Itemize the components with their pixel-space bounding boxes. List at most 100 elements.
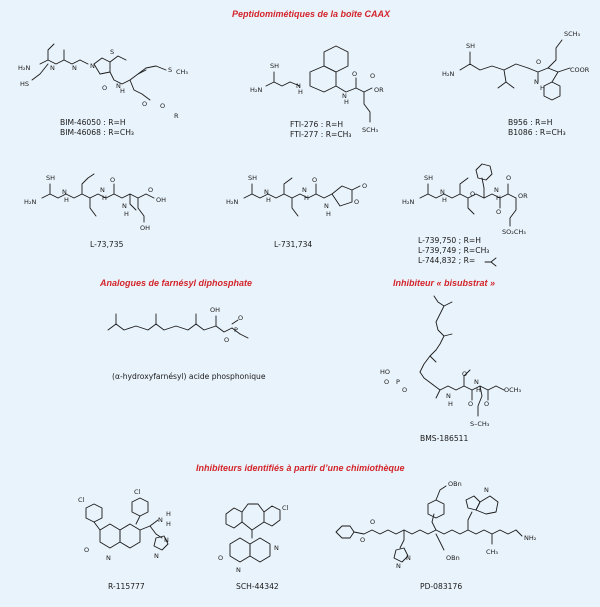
svg-text:HS: HS: [20, 80, 29, 88]
svg-text:O: O: [462, 370, 467, 378]
svg-text:N: N: [324, 202, 329, 210]
label-l-739749: L-739,749 ; R=CH₃: [418, 246, 490, 255]
svg-text:SO₂CH₃: SO₂CH₃: [502, 228, 526, 236]
svg-text:O: O: [354, 198, 359, 206]
structure-bim-46050: H₂N HS S N N N S CH₃ N H O O O R: [18, 43, 188, 120]
svg-text:OH: OH: [140, 224, 150, 232]
svg-text:H: H: [448, 400, 453, 408]
label-b956: B956 : R=H: [508, 118, 553, 127]
svg-text:H: H: [266, 196, 271, 204]
svg-text:N: N: [106, 554, 111, 562]
structure-bms-186511: HO O P O N H O O N H O OCH₃ S–CH₃: [380, 295, 522, 428]
svg-text:CH₃: CH₃: [176, 68, 188, 76]
svg-text:H₂N: H₂N: [226, 198, 238, 206]
svg-text:SH: SH: [248, 174, 257, 182]
svg-text:O: O: [470, 190, 475, 198]
structure-r-115777: Cl Cl N H H N N O N: [78, 488, 171, 562]
svg-text:O: O: [468, 400, 473, 408]
svg-text:H: H: [344, 98, 349, 106]
svg-text:O: O: [370, 518, 375, 526]
svg-text:N: N: [122, 202, 127, 210]
svg-text:O: O: [370, 72, 375, 80]
svg-text:O: O: [142, 100, 147, 108]
svg-text:R: R: [174, 112, 179, 120]
svg-text:OR: OR: [374, 86, 384, 94]
svg-text:N: N: [116, 82, 121, 90]
svg-text:N: N: [264, 188, 269, 196]
svg-text:O: O: [160, 102, 165, 110]
svg-text:OBn: OBn: [446, 554, 460, 562]
svg-text:N: N: [154, 552, 159, 560]
svg-text:N: N: [446, 392, 451, 400]
svg-text:H: H: [124, 210, 129, 218]
label-l-73735: L-73,735: [90, 240, 124, 249]
structure-hydroxyfarnesyl-phosphonic-acid: OH P O O: [107, 306, 249, 344]
svg-text:Cl: Cl: [134, 488, 141, 496]
label-bim-46068: BIM-46068 : R=CH₃: [60, 128, 134, 137]
svg-text:O: O: [148, 186, 153, 194]
svg-text:O: O: [536, 58, 541, 66]
svg-text:N: N: [90, 62, 95, 70]
svg-text:H₂N: H₂N: [250, 86, 262, 94]
svg-text:O: O: [102, 84, 107, 92]
svg-text:O: O: [484, 400, 489, 408]
svg-text:N: N: [342, 92, 347, 100]
svg-text:N: N: [484, 486, 489, 494]
svg-text:COOR: COOR: [570, 66, 590, 74]
svg-text:H: H: [166, 510, 171, 518]
svg-text:H: H: [540, 84, 545, 92]
svg-text:H: H: [64, 196, 69, 204]
svg-text:O: O: [238, 314, 243, 322]
svg-text:H: H: [442, 196, 447, 204]
svg-text:SCH₃: SCH₃: [564, 30, 581, 38]
svg-text:N: N: [50, 64, 55, 72]
label-pd-083176: PD-083176: [420, 582, 463, 591]
svg-text:N: N: [396, 562, 401, 570]
svg-text:N: N: [236, 566, 241, 574]
svg-text:H: H: [120, 87, 125, 95]
svg-text:HO: HO: [380, 368, 390, 376]
svg-text:H₂N: H₂N: [18, 64, 30, 72]
structure-l-73735: H₂N SH N H N H O N H O OH OH: [24, 173, 166, 232]
label-l-731734: L-731,734: [274, 240, 313, 249]
svg-text:Cl: Cl: [78, 496, 85, 504]
structure-fti-276: H₂N SH N H N H O O OR SCH₃: [250, 45, 384, 134]
svg-text:O: O: [84, 546, 89, 554]
isopropyl-group-icon: [484, 257, 497, 267]
svg-text:S–CH₃: S–CH₃: [470, 420, 490, 428]
section-title-bisubstrate: Inhibiteur « bisubstrat »: [393, 278, 496, 288]
svg-text:SH: SH: [270, 62, 279, 70]
svg-text:OBn: OBn: [448, 480, 462, 488]
svg-text:N: N: [406, 554, 411, 562]
label-sch-44342: SCH-44342: [236, 582, 279, 591]
svg-text:O: O: [352, 70, 357, 78]
svg-text:O: O: [496, 208, 501, 216]
svg-text:OH: OH: [156, 196, 166, 204]
label-bim-46050: BIM-46050 : R=H: [60, 118, 126, 127]
structure-sch-44342: Cl N N O: [218, 503, 289, 574]
label-fti-277: FTI-277 : R=CH₃: [290, 130, 352, 139]
svg-text:N: N: [158, 516, 163, 524]
svg-text:H: H: [304, 194, 309, 202]
svg-text:N: N: [440, 188, 445, 196]
svg-text:NH₂: NH₂: [524, 534, 537, 542]
label-fti-276: FTI-276 : R=H: [290, 120, 344, 129]
svg-text:OR: OR: [518, 192, 528, 200]
svg-text:H₂N: H₂N: [442, 70, 454, 78]
structure-l-731734: H₂N SH N H N H O N H O O: [226, 174, 367, 218]
svg-text:H: H: [298, 88, 303, 96]
svg-text:P: P: [234, 326, 238, 334]
svg-text:N: N: [474, 378, 479, 386]
svg-text:H: H: [476, 386, 481, 394]
svg-text:N: N: [494, 186, 499, 194]
svg-text:N: N: [100, 186, 105, 194]
svg-text:N: N: [534, 78, 539, 86]
svg-text:OCH₃: OCH₃: [504, 386, 522, 394]
svg-text:O: O: [218, 554, 223, 562]
svg-text:SH: SH: [46, 174, 55, 182]
svg-text:SCH₃: SCH₃: [362, 126, 379, 134]
svg-text:H: H: [166, 520, 171, 528]
svg-text:O: O: [384, 378, 389, 386]
svg-text:O: O: [402, 386, 407, 394]
